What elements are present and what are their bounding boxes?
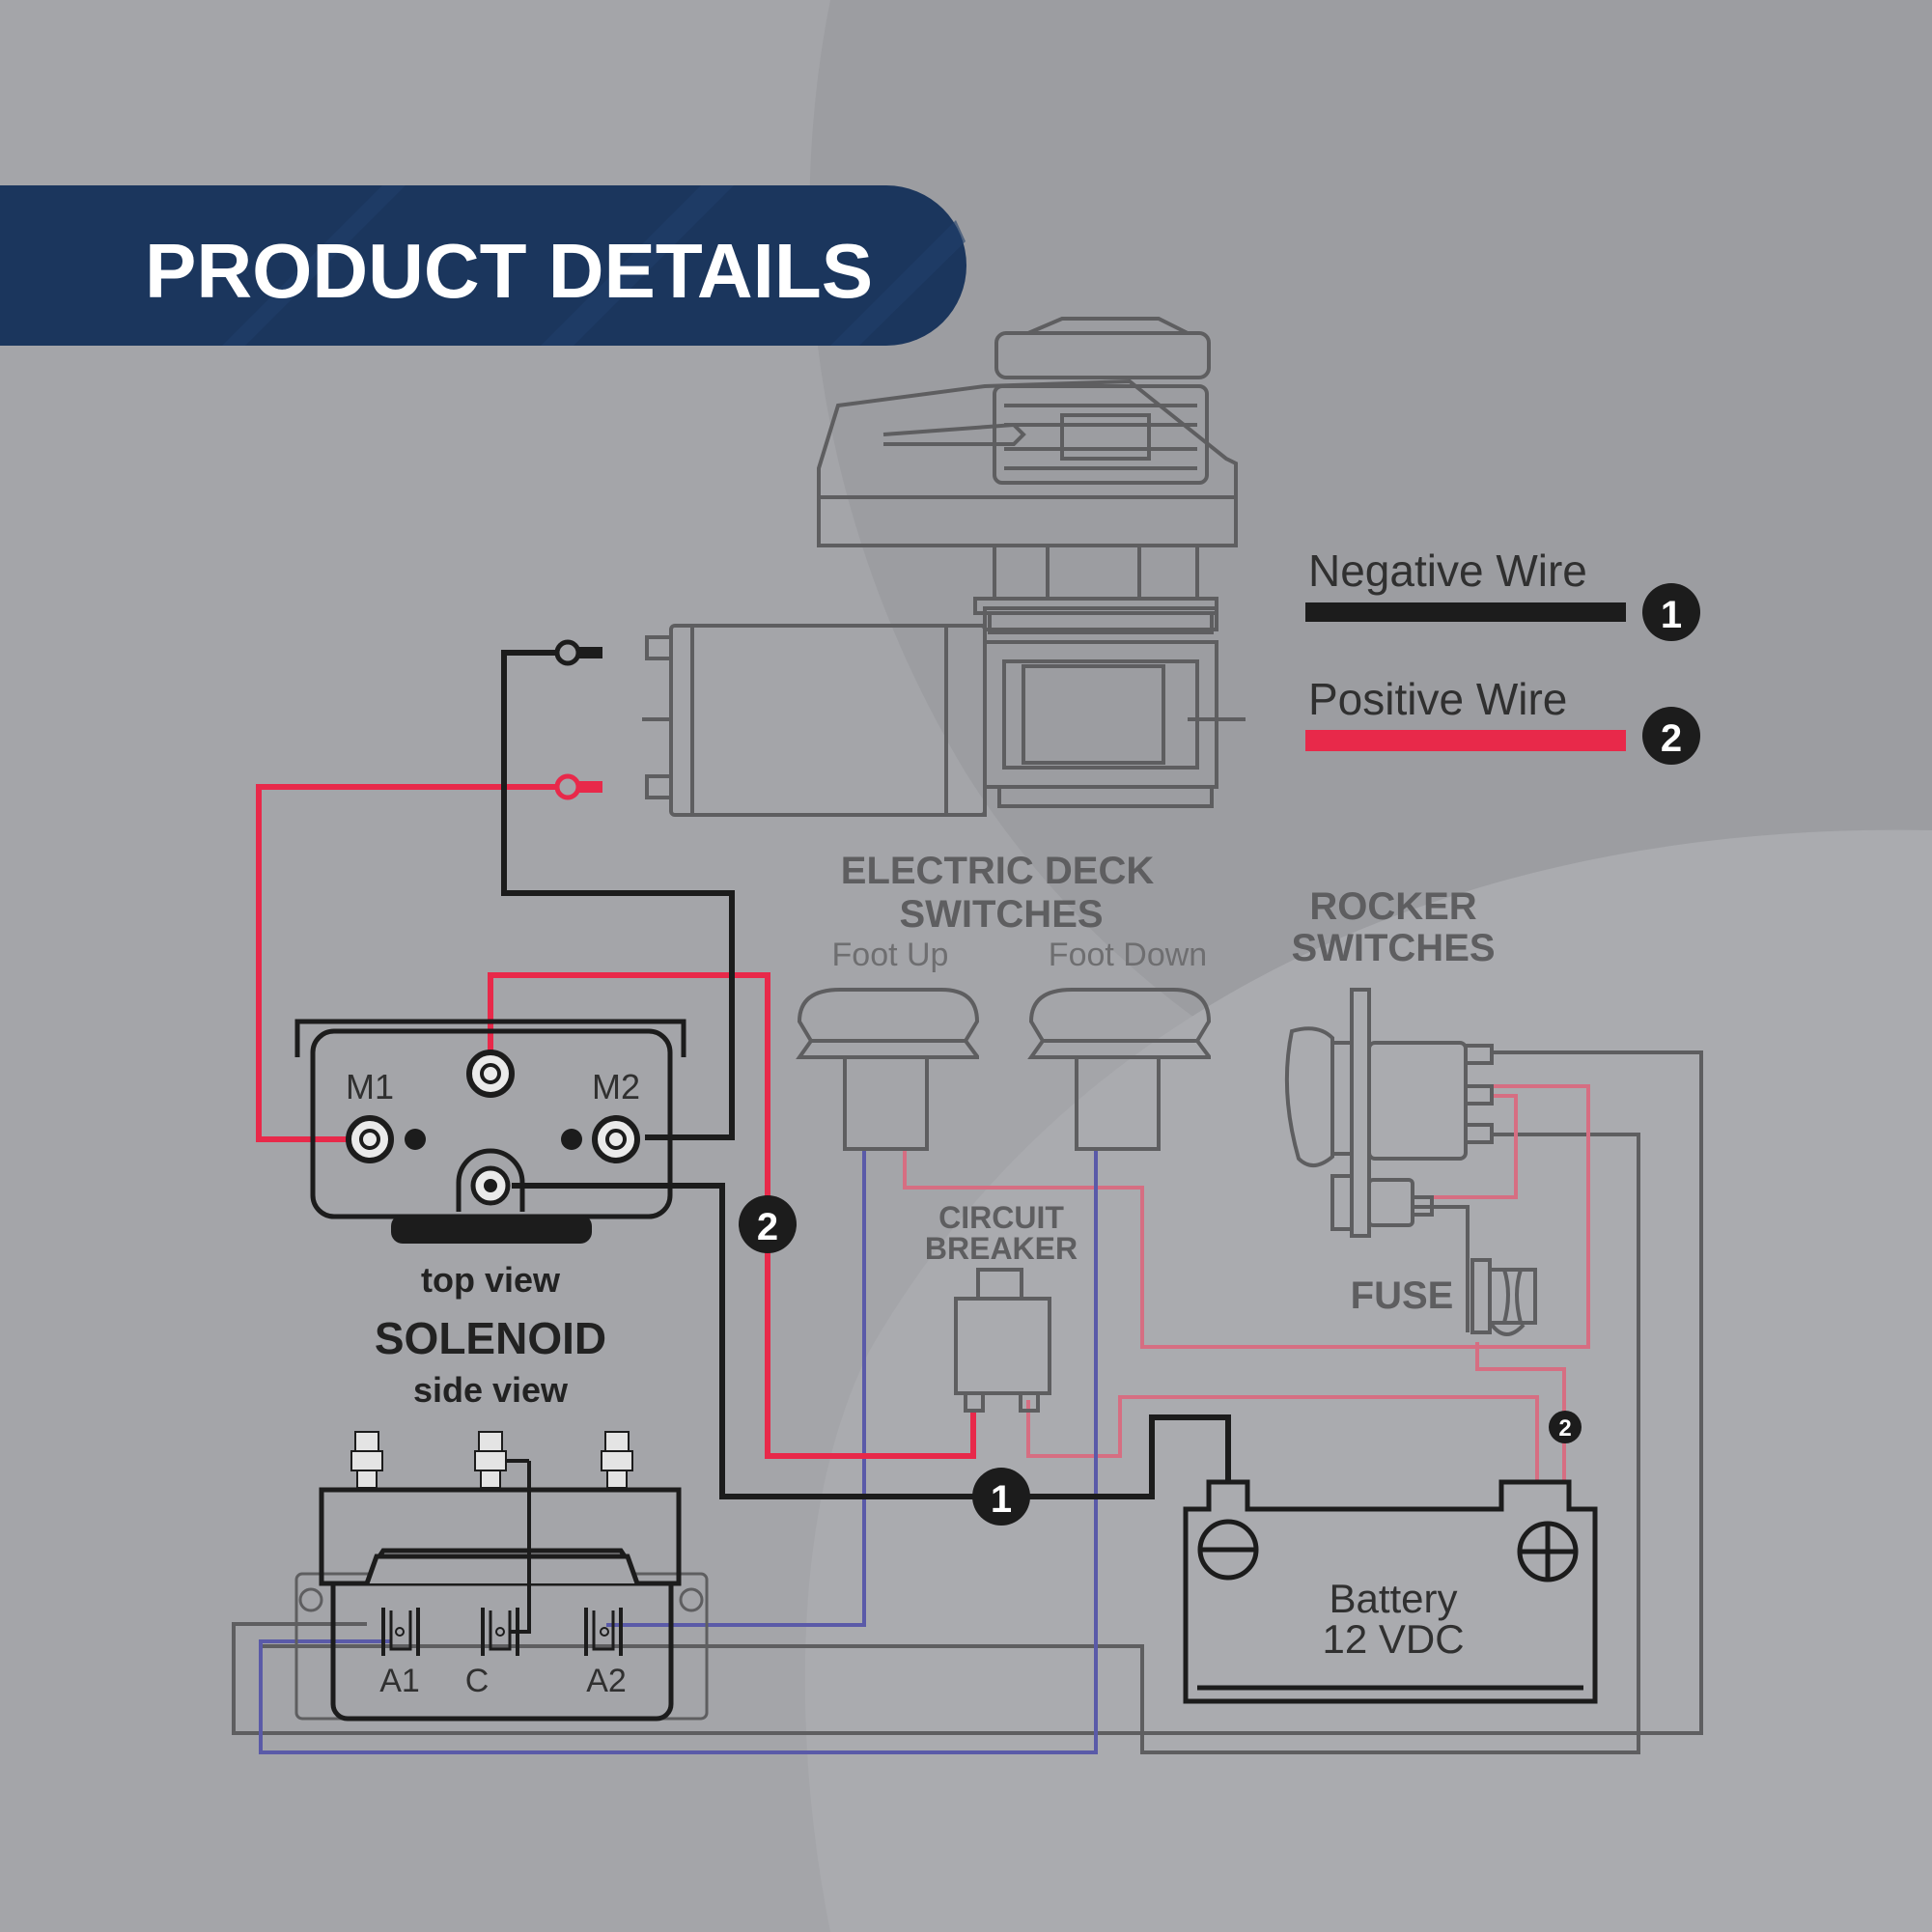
legend-negative-label: Negative Wire — [1308, 546, 1587, 596]
legend-negative-number: 1 — [1661, 594, 1682, 636]
solenoid-a1-label: A1 — [379, 1663, 420, 1699]
solenoid-studs — [350, 1431, 633, 1489]
legend-positive-marker — [1642, 707, 1700, 765]
motor-connectors — [554, 639, 602, 800]
legend: Negative Wire 1 Positive Wire 2 — [1305, 546, 1700, 765]
wire-1-marker: 1 — [972, 1468, 1030, 1526]
solenoid-side-view-label: side view — [413, 1370, 569, 1410]
small-wire-2-marker-number: 2 — [1558, 1415, 1571, 1442]
fuse — [1470, 1258, 1537, 1336]
legend-negative-marker — [1642, 583, 1700, 641]
circuit-breaker — [954, 1268, 1051, 1413]
wire-1-marker-number: 1 — [991, 1478, 1012, 1521]
legend-positive-swatch — [1305, 730, 1626, 751]
legend-positive-number: 2 — [1661, 717, 1682, 760]
solenoid-m2-label: M2 — [592, 1067, 640, 1106]
foot-down-switch — [1027, 988, 1212, 1151]
wire-2-marker-number: 2 — [757, 1206, 778, 1248]
solenoid-top-view-label: top view — [421, 1260, 561, 1300]
circuit-breaker-label-1: CIRCUIT — [938, 1200, 1064, 1235]
windlass-drawing — [642, 317, 1246, 817]
title-banner: PRODUCT DETAILS — [0, 185, 966, 346]
battery-label-1: Battery — [1329, 1576, 1457, 1621]
control-wires-blue — [259, 1149, 1098, 1754]
fuse-label: FUSE — [1351, 1274, 1454, 1317]
solenoid-a2-label: A2 — [586, 1663, 627, 1699]
rocker-switch — [1284, 988, 1494, 1238]
rocker-switches-title-1: ROCKER — [1309, 885, 1476, 928]
foot-up-label: Foot Up — [832, 937, 949, 973]
deck-switches-title-1: ELECTRIC DECK — [841, 850, 1155, 892]
foot-up-switch — [796, 988, 980, 1151]
solenoid-c-label: C — [465, 1663, 490, 1699]
foot-down-label: Foot Down — [1049, 937, 1207, 973]
circuit-breaker-label-2: BREAKER — [925, 1231, 1078, 1266]
wire-2-marker: 2 — [739, 1195, 797, 1253]
rocker-switches-title-2: SWITCHES — [1291, 927, 1495, 969]
legend-positive-label: Positive Wire — [1308, 674, 1567, 724]
negative-wires — [501, 650, 1231, 1499]
solenoid-side-view — [294, 1459, 709, 1722]
small-wire-2-marker: 2 — [1549, 1411, 1582, 1443]
solenoid-top-view: M1 M2 — [294, 1019, 686, 1244]
legend-negative-swatch — [1305, 602, 1626, 622]
deck-switches-title-2: SWITCHES — [899, 893, 1103, 936]
battery-label-2: 12 VDC — [1322, 1616, 1464, 1662]
solenoid-m1-label: M1 — [346, 1067, 394, 1106]
banner-title: PRODUCT DETAILS — [145, 228, 873, 314]
control-wires-pink — [903, 1084, 1590, 1482]
background-shape-bottom — [804, 829, 1932, 1932]
battery — [1183, 1479, 1598, 1704]
solenoid-title: SOLENOID — [375, 1313, 606, 1363]
